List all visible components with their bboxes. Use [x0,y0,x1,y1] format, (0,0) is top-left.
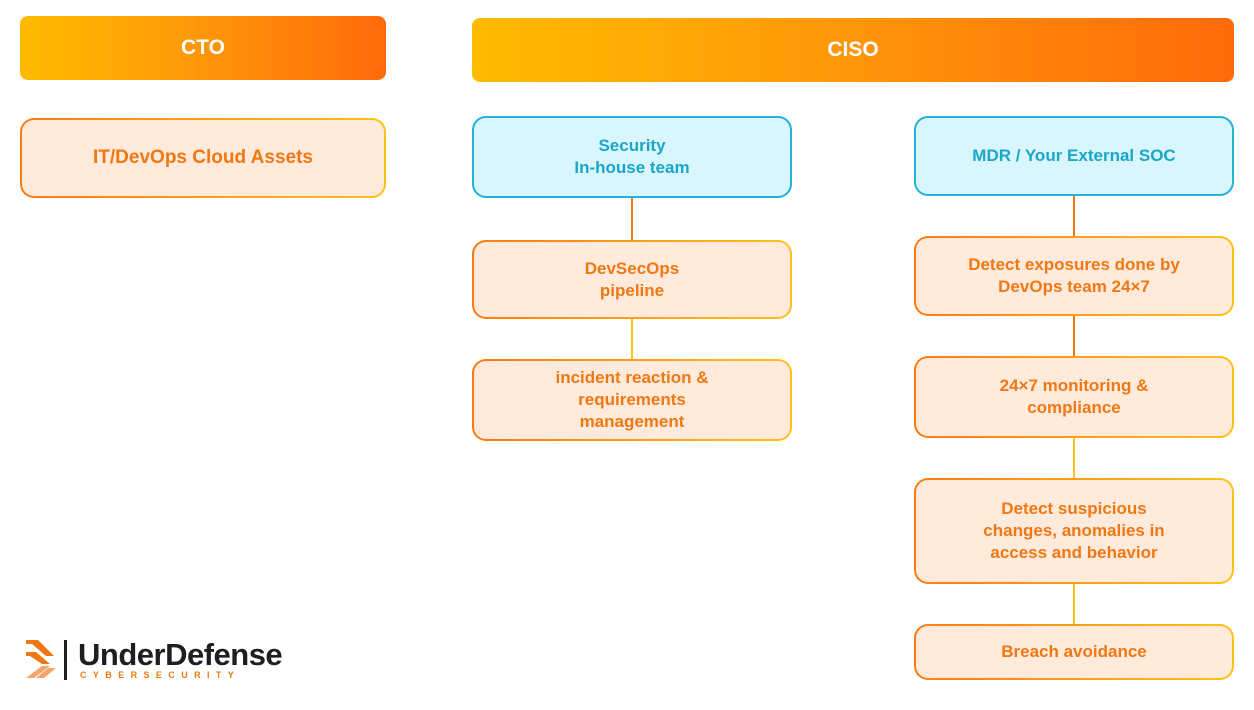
breach-avoidance-box: Breach avoidance [914,624,1234,680]
mdr-external-soc-box: MDR / Your External SOC [914,116,1234,196]
logo-name: UnderDefense [78,637,283,672]
connector-mdr-4 [1073,584,1075,624]
logo-tagline: CYBERSECURITY [80,670,241,680]
underdefense-logo-icon [26,640,56,678]
connector-mdr-1 [1073,196,1075,236]
logo-divider [64,640,67,680]
connector-mdr-2 [1073,316,1075,356]
detect-exposures-box: Detect exposures done by DevOps team 24×… [914,236,1234,316]
connector-mdr-3 [1073,438,1075,478]
monitoring-compliance-box: 24×7 monitoring & compliance [914,356,1234,438]
connector-inhouse-2 [631,319,633,359]
incident-reaction-box: incident reaction & requirements managem… [472,359,792,441]
cto-header: CTO [20,16,386,80]
connector-inhouse-1 [631,198,633,240]
security-inhouse-team-box: Security In-house team [472,116,792,198]
it-devops-cloud-assets-box: IT/DevOps Cloud Assets [20,118,386,198]
detect-suspicious-box: Detect suspicious changes, anomalies in … [914,478,1234,584]
ciso-header: CISO [472,18,1234,82]
devsecops-pipeline-box: DevSecOps pipeline [472,240,792,319]
